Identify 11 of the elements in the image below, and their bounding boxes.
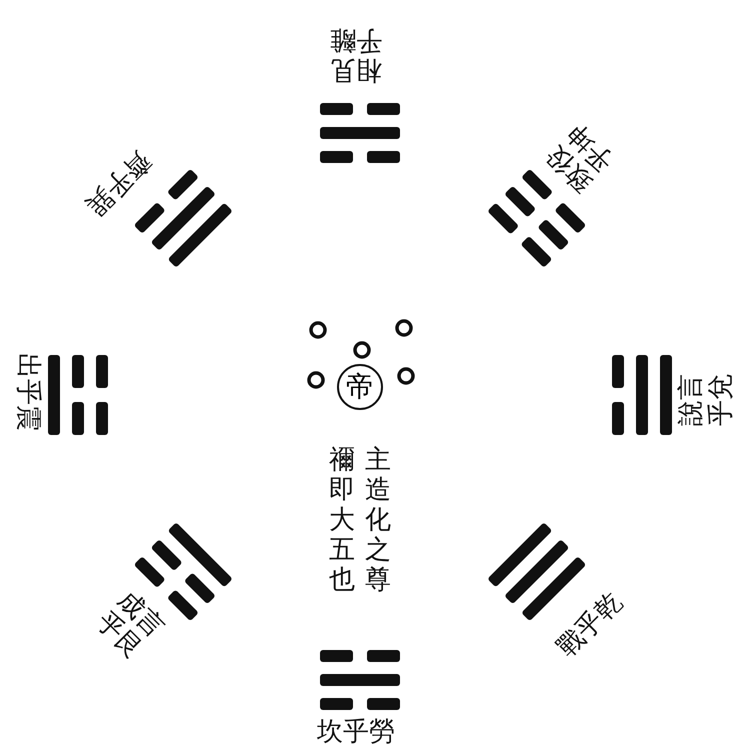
trigram-caption: 齊乎巽: [80, 144, 156, 222]
circled-character: 帝: [337, 364, 383, 410]
trigram-caption: 坎乎勞: [317, 717, 395, 747]
trigram-caption: 致役乎坤: [540, 118, 620, 198]
trigram-caption: 說言乎兌: [676, 373, 736, 427]
trigram-caption: 戰乎乾: [552, 586, 628, 664]
vertical-inscription: 禰即大五也: [328, 445, 356, 595]
vertical-inscription: 主造化之尊: [364, 445, 392, 595]
trigram-caption: 成言乎艮: [90, 584, 170, 666]
trigram-caption: 出乎震: [13, 353, 43, 431]
trigram-caption: 相見乎離: [329, 25, 383, 85]
